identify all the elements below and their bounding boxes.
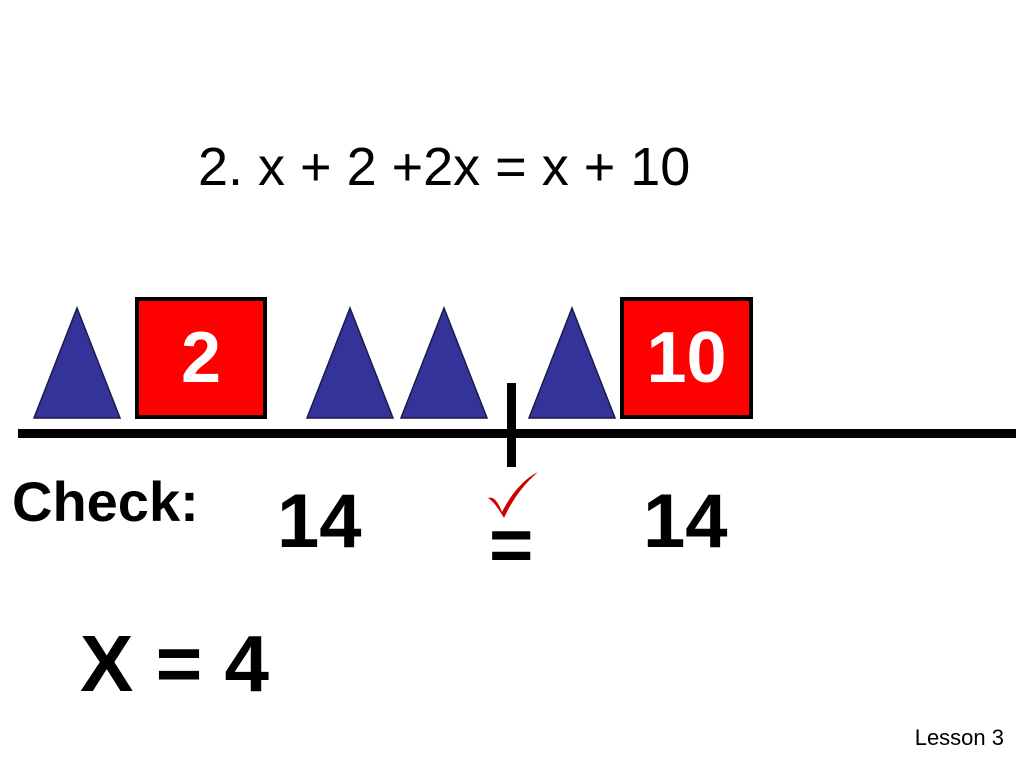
constant-box-right: 10 [620, 297, 753, 419]
lesson-footer: Lesson 3 [914, 725, 1004, 750]
triangle-icon [399, 306, 489, 419]
triangle-icon [305, 306, 395, 419]
equation-title: 2. x + 2 +2x = x + 10 [198, 137, 691, 197]
balance-fulcrum [507, 383, 516, 467]
triangle-icon [32, 306, 122, 419]
constant-box-left: 2 [135, 297, 267, 419]
check-equals-sign: = [489, 503, 534, 588]
answer-value: 4 [224, 619, 270, 708]
triangle-icon [527, 306, 617, 419]
answer-variable: X [80, 619, 134, 708]
answer-equals: = [155, 619, 203, 708]
check-left-value: 14 [277, 479, 362, 564]
check-right-value: 14 [643, 479, 728, 564]
checkmark-icon [488, 472, 538, 518]
answer: X = 4 [80, 624, 269, 704]
check-label: Check: [12, 470, 199, 533]
balance-beam [18, 429, 1016, 438]
